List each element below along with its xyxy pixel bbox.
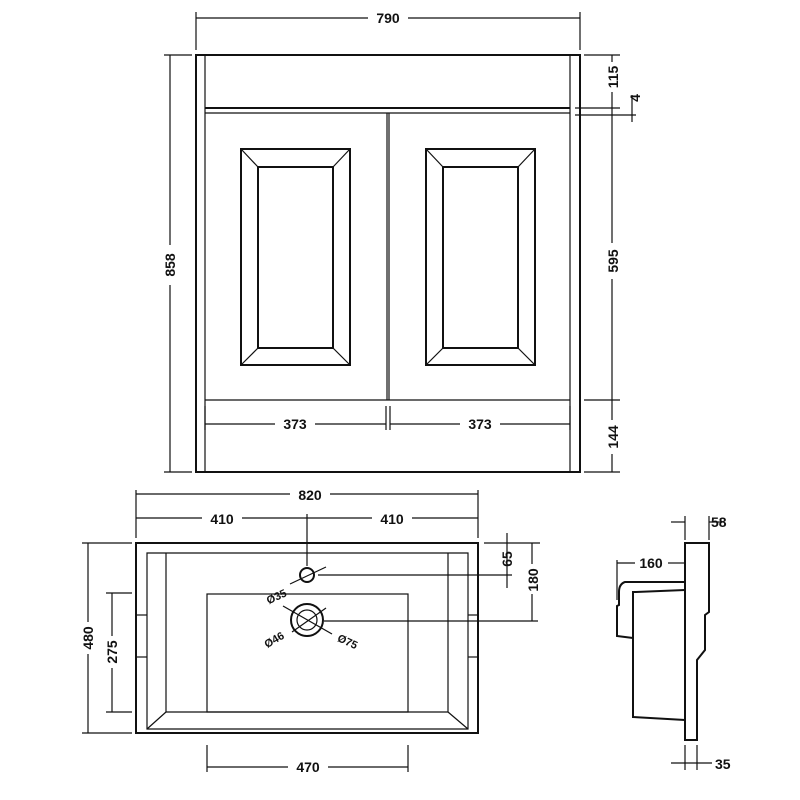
dim-58: 58	[711, 514, 727, 530]
dim-410-left: 410	[210, 511, 234, 527]
side-bowl-rim	[616, 581, 685, 639]
basin-dimensions: 820 410 410 65 180 480 275 470	[79, 486, 542, 776]
dim-d35: Ø35	[265, 587, 289, 607]
dim-180: 180	[525, 568, 541, 592]
bowl-outline	[206, 593, 409, 713]
side-back-plate	[684, 542, 710, 741]
side-bowl	[632, 589, 686, 721]
dim-480: 480	[80, 626, 96, 650]
basin-top-view: Ø35 Ø46 Ø75	[135, 542, 479, 734]
dim-275: 275	[104, 640, 120, 664]
tap-hole	[299, 567, 315, 583]
dim-595: 595	[605, 249, 621, 273]
left-door-panel	[240, 148, 351, 366]
dim-4: 4	[627, 94, 643, 102]
dim-144: 144	[605, 425, 621, 449]
dim-65: 65	[499, 551, 515, 567]
dim-858: 858	[162, 253, 178, 277]
dim-d75: Ø75	[335, 632, 359, 652]
dim-160: 160	[639, 555, 663, 571]
dim-410-right: 410	[380, 511, 404, 527]
waste-outer	[290, 603, 324, 637]
cabinet-front-view	[195, 54, 581, 473]
front-dimensions: 790 858 115 4 595 144 373 373	[160, 9, 643, 473]
dim-373-right: 373	[468, 416, 492, 432]
dim-470: 470	[296, 759, 320, 775]
dim-35: 35	[715, 756, 731, 772]
dim-115: 115	[605, 65, 621, 88]
cabinet-outline	[195, 54, 581, 473]
right-door-panel	[425, 148, 536, 366]
dim-790: 790	[376, 10, 400, 26]
waste-inner	[296, 609, 318, 631]
basin-side-view: 58 160 35	[616, 514, 731, 772]
dim-d46: Ø46	[262, 630, 286, 651]
dim-373-left: 373	[283, 416, 307, 432]
dim-820: 820	[298, 487, 322, 503]
basin-outline	[135, 542, 479, 734]
